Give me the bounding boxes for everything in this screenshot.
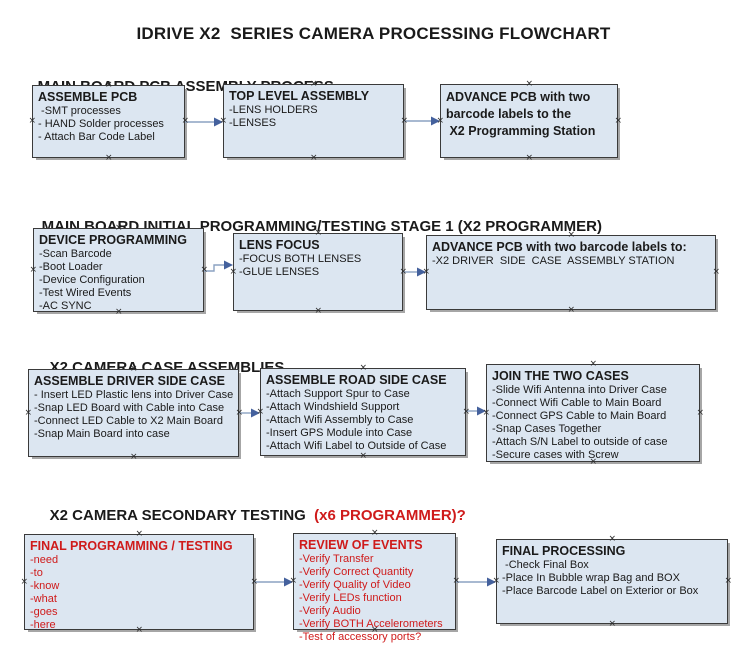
box-item: -Secure cases with Screw xyxy=(492,449,619,461)
box-title-line: barcode labels to the xyxy=(446,107,572,121)
box-item: -Snap Main Board into case xyxy=(34,428,170,440)
connector-d2-d3 xyxy=(456,577,496,587)
box-title: LENS FOCUS xyxy=(239,238,320,252)
connector-c1-c2 xyxy=(239,408,260,418)
box-assemble-pcb: ASSEMBLE PCB -SMT processes - HAND Solde… xyxy=(32,85,185,158)
connector-arrowhead-icon xyxy=(477,406,486,416)
box-item: -Verify Quality of Video xyxy=(299,579,411,591)
connector-arrowhead-icon xyxy=(284,577,293,587)
box-item: -Place Barcode Label on Exterior or Box xyxy=(502,585,699,597)
box-item: -Attach S/N Label to outside of case xyxy=(492,436,668,448)
box-review-of-events: REVIEW OF EVENTS -Verify Transfer -Verif… xyxy=(293,533,456,643)
box-title: ADVANCE PCB with two barcode labels to: xyxy=(432,240,687,254)
box-title-line: ADVANCE PCB with two xyxy=(446,90,591,104)
box-title: DEVICE PROGRAMMING xyxy=(39,233,187,247)
connector-b2-b3 xyxy=(403,267,426,277)
box-item: -Connect Wifi Cable to Main Board xyxy=(492,397,662,409)
box-final-programming-testing: FINAL PROGRAMMING / TESTING -need -to -k… xyxy=(24,534,254,631)
connector-line xyxy=(204,264,225,272)
box-item: -Attach Windshield Support xyxy=(266,401,400,413)
box-item: -X2 DRIVER SIDE CASE ASSEMBLY STATION xyxy=(432,255,675,267)
box-item: -Connect GPS Cable to Main Board xyxy=(492,410,667,422)
box-item: -Scan Barcode xyxy=(39,248,112,260)
box-item: -Attach Wifi Label to Outside of Case xyxy=(266,440,447,452)
connector-arrowhead-icon xyxy=(224,260,233,270)
box-item: -FOCUS BOTH LENSES xyxy=(239,253,362,265)
box-advance-pcb-driver-side-station: ADVANCE PCB with two barcode labels to: … xyxy=(426,235,716,310)
connector-arrowhead-icon xyxy=(487,577,496,587)
box-title: REVIEW OF EVENTS xyxy=(299,538,423,552)
box-item: -AC SYNC xyxy=(39,300,92,312)
connector-arrowhead-icon xyxy=(214,117,223,127)
box-item: -Slide Wifi Antenna into Driver Case xyxy=(492,384,667,396)
connector-c2-c3 xyxy=(466,406,486,416)
box-assemble-road-side-case: ASSEMBLE ROAD SIDE CASE -Attach Support … xyxy=(260,368,466,456)
box-title: TOP LEVEL ASSEMBLY xyxy=(229,89,370,103)
box-item: -GLUE LENSES xyxy=(239,266,320,278)
box-item: -Verify BOTH Accelerometers xyxy=(299,618,443,630)
box-item: -Place In Bubble wrap Bag and BOX xyxy=(502,572,680,584)
box-title: FINAL PROCESSING xyxy=(502,544,626,558)
box-item: -to xyxy=(30,567,43,579)
box-item: -Verify Audio xyxy=(299,605,361,617)
box-item: -Check Final Box xyxy=(502,559,589,571)
connector-a2-a3 xyxy=(404,116,440,126)
connector-a1-a2 xyxy=(185,117,223,127)
box-item: -Insert GPS Module into Case xyxy=(266,427,413,439)
box-join-the-two-cases: JOIN THE TWO CASES -Slide Wifi Antenna i… xyxy=(486,364,700,462)
box-item: -LENS HOLDERS xyxy=(229,104,318,116)
box-device-programming: DEVICE PROGRAMMING -Scan Barcode -Boot L… xyxy=(33,228,204,312)
box-item: -Verify LEDs function xyxy=(299,592,402,604)
box-item: -here xyxy=(30,619,56,631)
box-item: -LENSES xyxy=(229,117,277,129)
box-item: -Snap LED Board with Cable into Case xyxy=(34,402,225,414)
connector-d1-d2 xyxy=(254,577,293,587)
box-item: -Snap Cases Together xyxy=(492,423,602,435)
page-title: IDRIVE X2 SERIES CAMERA PROCESSING FLOWC… xyxy=(136,24,611,43)
box-title-line: X2 Programming Station xyxy=(446,124,596,138)
box-item: -Verify Transfer xyxy=(299,553,374,565)
box-item: -Connect LED Cable to X2 Main Board xyxy=(34,415,223,427)
box-item: -Verify Correct Quantity xyxy=(299,566,414,578)
box-top-level-assembly: TOP LEVEL ASSEMBLY -LENS HOLDERS -LENSES xyxy=(223,84,404,158)
box-title: ASSEMBLE PCB xyxy=(38,90,138,104)
box-item: -Attach Support Spur to Case xyxy=(266,388,410,400)
box-item: -Device Configuration xyxy=(39,274,145,286)
box-item: -Boot Loader xyxy=(39,261,103,273)
box-item: -Test of accessory ports? xyxy=(299,631,422,643)
connector-arrowhead-icon xyxy=(251,408,260,418)
box-item: -SMT processes xyxy=(38,105,121,117)
section-header-red-text: (x6 PROGRAMMER)? xyxy=(314,507,466,524)
box-item: -Attach Wifi Assembly to Case xyxy=(266,414,414,426)
box-title: ASSEMBLE DRIVER SIDE CASE xyxy=(34,374,226,388)
box-advance-pcb-programming-station: ADVANCE PCB with two barcode labels to t… xyxy=(440,84,618,158)
box-title: JOIN THE TWO CASES xyxy=(492,369,629,383)
box-final-processing: FINAL PROCESSING -Check Final Box -Place… xyxy=(496,539,728,624)
box-assemble-driver-side-case: ASSEMBLE DRIVER SIDE CASE - Insert LED P… xyxy=(28,369,239,457)
connector-arrowhead-icon xyxy=(431,116,440,126)
box-item: -goes xyxy=(30,606,58,618)
box-item: - Attach Bar Code Label xyxy=(38,131,155,143)
section-header-secondary-testing: X2 CAMERA SECONDARY TESTING (x6 PROGRAMM… xyxy=(33,490,466,541)
connector-b1-b2-elbow xyxy=(204,260,233,272)
box-lens-focus: LENS FOCUS -FOCUS BOTH LENSES -GLUE LENS… xyxy=(233,233,403,311)
section-header-text: X2 CAMERA SECONDARY TESTING xyxy=(49,507,315,524)
box-item: - HAND Solder processes xyxy=(38,118,164,130)
box-item: - Insert LED Plastic lens into Driver Ca… xyxy=(34,389,234,401)
box-item: -what xyxy=(30,593,57,605)
box-item: -Test Wired Events xyxy=(39,287,132,299)
connector-arrowhead-icon xyxy=(417,267,426,277)
box-title: ASSEMBLE ROAD SIDE CASE xyxy=(266,373,447,387)
box-item: -need xyxy=(30,554,59,566)
box-item: -know xyxy=(30,580,60,592)
box-title: FINAL PROGRAMMING / TESTING xyxy=(30,539,233,553)
